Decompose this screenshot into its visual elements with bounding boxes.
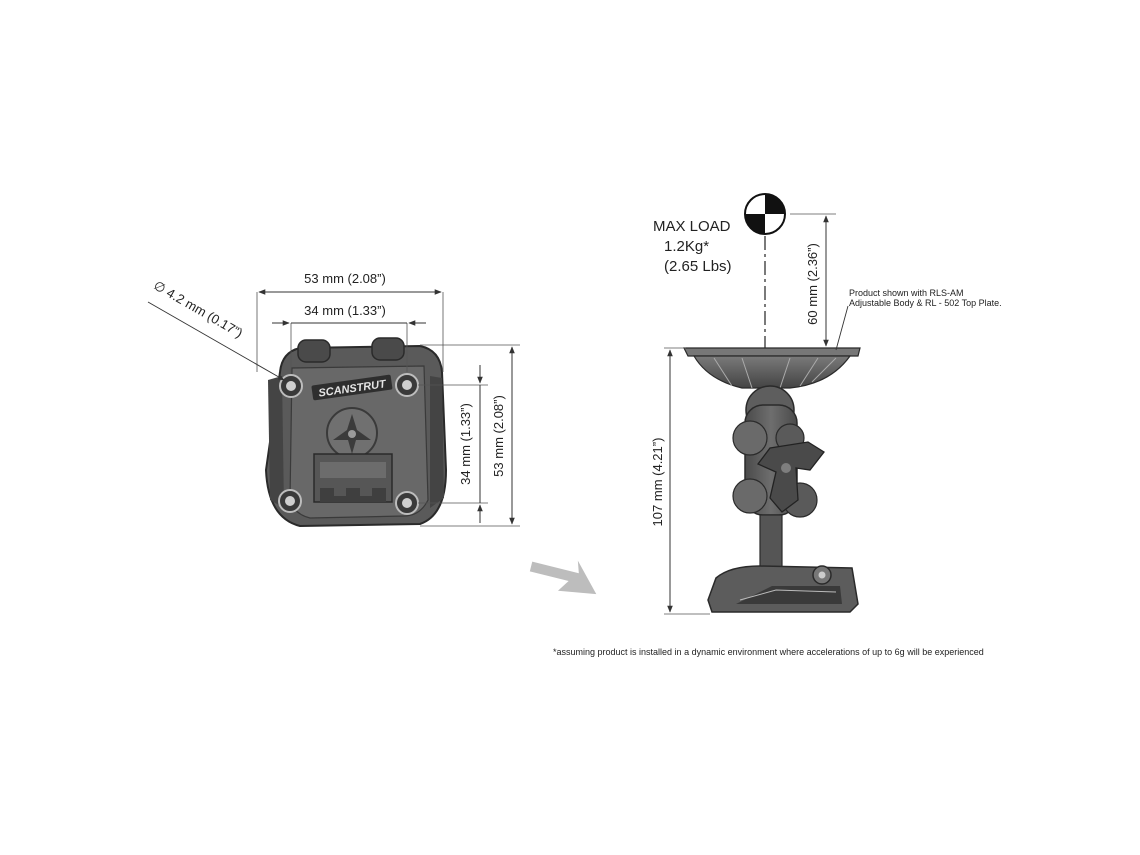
max-load-kg: 1.2Kg* bbox=[664, 238, 709, 255]
product-note: Product shown with RLS-AM Adjustable Bod… bbox=[835, 288, 1002, 351]
dim-height-outer-label: 53 mm (2.08”) bbox=[491, 395, 506, 477]
dim-total-height-label: 107 mm (4.21”) bbox=[650, 438, 665, 527]
direction-arrow-icon bbox=[529, 560, 597, 595]
dim-load-height-label: 60 mm (2.36”) bbox=[805, 243, 820, 325]
base-latch bbox=[313, 453, 393, 503]
dim-width-outer-label: 53 mm (2.08”) bbox=[304, 271, 386, 286]
side-base bbox=[707, 565, 859, 613]
dim-load-height: 60 mm (2.36”) bbox=[790, 213, 836, 347]
product-note-line2: Adjustable Body & RL - 502 Top Plate. bbox=[849, 298, 1002, 308]
base-top-tab-right bbox=[371, 337, 405, 361]
top-plate bbox=[683, 347, 861, 389]
dim-height-inner: 34 mm (1.33”) bbox=[418, 365, 488, 523]
product-note-line1: Product shown with RLS-AM bbox=[849, 288, 964, 298]
tri-knob-icon bbox=[326, 407, 378, 459]
mounting-hole-bl bbox=[278, 489, 302, 513]
base-right-rail bbox=[430, 376, 444, 508]
top-view-base: SCANSTRUT bbox=[264, 337, 448, 528]
dim-width-inner-label: 34 mm (1.33”) bbox=[304, 303, 386, 318]
base-top-tab-left bbox=[297, 339, 331, 363]
dim-total-height: 107 mm (4.21”) bbox=[650, 347, 710, 615]
max-load-title: MAX LOAD bbox=[653, 218, 731, 235]
load-centre-icon bbox=[744, 193, 786, 348]
side-knob-icon bbox=[756, 441, 825, 513]
max-load-lbs: (2.65 Lbs) bbox=[664, 258, 732, 275]
adjustable-body bbox=[732, 385, 825, 568]
dim-width-outer: 53 mm (2.08”) bbox=[256, 271, 444, 372]
dim-width-inner: 34 mm (1.33”) bbox=[272, 303, 426, 374]
mounting-hole-br bbox=[395, 491, 419, 515]
dim-height-outer: 53 mm (2.08”) bbox=[420, 344, 520, 527]
footnote: *assuming product is installed in a dyna… bbox=[553, 647, 984, 657]
base-left-rail bbox=[268, 376, 284, 508]
dim-hole-diameter: ∅ 4.2 mm (0.17”) bbox=[147, 278, 285, 381]
mounting-hole-tl bbox=[279, 374, 303, 398]
dim-height-inner-label: 34 mm (1.33”) bbox=[458, 403, 473, 485]
mounting-hole-tr bbox=[395, 373, 419, 397]
